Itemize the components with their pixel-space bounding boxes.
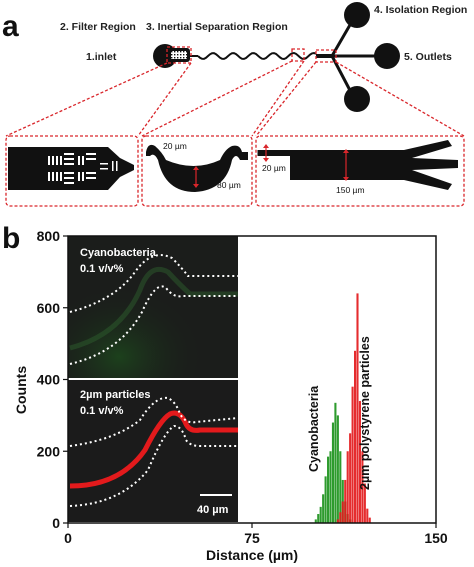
x-axis-title: Distance (µm) — [206, 547, 298, 563]
outlet-reservoir-top — [344, 2, 370, 28]
inset-top-line1: Cyanobacteria — [80, 247, 157, 259]
zoom-box-curve: 20 µm 80 µm — [141, 135, 253, 207]
zoom-box-filter — [5, 135, 139, 207]
plot-frame — [67, 235, 437, 524]
inset-bottom-line1: 2µm particles — [80, 389, 151, 401]
cyanobacteria-bar — [329, 451, 332, 523]
outlets-label: 5. Outlets — [404, 51, 452, 63]
filter-region-label: 2. Filter Region — [60, 21, 136, 33]
cyanobacteria-bar — [339, 451, 342, 523]
chip-device — [153, 2, 400, 112]
cyanobacteria-bar — [331, 422, 335, 523]
dim-20um-curve: 20 µm — [163, 141, 187, 151]
inset-bottom-line2: 0.1 v/v% — [80, 405, 124, 417]
zoom-indicators — [5, 46, 465, 137]
cyanobacteria-bar — [336, 415, 339, 524]
particles-bar — [339, 512, 342, 523]
y-axis-title: Counts — [13, 366, 29, 414]
inlet-label: 1.inlet — [86, 51, 117, 63]
x-tick-label: 150 — [424, 530, 448, 546]
cyanobacteria-bar — [317, 514, 320, 523]
scale-bar-label: 40 µm — [197, 504, 229, 516]
particles-bar — [356, 293, 359, 523]
particles-bar — [366, 508, 369, 523]
outlet-reservoir-bottom — [344, 86, 370, 112]
cyanobacteria-bar — [334, 402, 337, 523]
particles-bar — [344, 479, 347, 523]
x-axis-ticks: 0 75 150 — [64, 523, 448, 546]
filter-pattern — [171, 51, 187, 59]
cyanobacteria-bar — [341, 479, 344, 523]
cyanobacteria-bar — [324, 476, 327, 523]
x-tick-label: 0 — [64, 530, 72, 546]
inset-particles: 2µm particles 0.1 v/v% 40 µm — [68, 380, 239, 522]
y-tick-label: 800 — [37, 228, 61, 244]
cyanobacteria-bar — [327, 456, 330, 523]
x-tick-label: 75 — [244, 530, 260, 546]
y-tick-label: 0 — [52, 515, 60, 531]
inset-cyanobacteria: Cyanobacteria 0.1 v/v% — [68, 236, 238, 378]
expansion-channel — [316, 54, 332, 58]
cyanobacteria-bar — [319, 506, 322, 523]
y-tick-label: 200 — [37, 443, 61, 459]
dim-150um: 150 µm — [336, 185, 365, 195]
particles-bar — [341, 501, 344, 523]
particles-bar — [363, 483, 366, 523]
inset-top-line2: 0.1 v/v% — [80, 263, 124, 275]
isolation-region-label: 4. Isolation Region — [374, 4, 467, 16]
panel-a-letter: a — [2, 10, 19, 43]
cyanobacteria-label: Cyanobacteria — [307, 385, 321, 472]
cyanobacteria-bar — [322, 494, 325, 523]
particles-bar — [346, 451, 349, 523]
particles-bar — [351, 386, 354, 523]
particles-bar — [349, 433, 352, 523]
cyanobacteria-bar — [314, 519, 317, 523]
dim-20um-outlet: 20 µm — [262, 163, 286, 173]
dim-80um: 80 µm — [217, 180, 241, 190]
histogram-bars — [314, 293, 371, 524]
y-axis-ticks: 0 200 400 600 800 — [37, 228, 68, 531]
zoom-box-outlets: 20 µm 150 µm — [255, 135, 465, 207]
outlet-reservoir-mid — [374, 43, 400, 69]
particles-bar — [361, 451, 364, 523]
particles-bar — [354, 350, 357, 523]
y-tick-label: 600 — [37, 300, 61, 316]
inertial-region-label: 3. Inertial Separation Region — [146, 21, 288, 33]
particles-bar — [368, 517, 371, 523]
y-tick-label: 400 — [37, 372, 61, 388]
serpentine-channel — [197, 51, 317, 61]
particles-label: 2µm polystyrene particles — [358, 336, 372, 490]
particles-bar — [358, 401, 361, 523]
panel-b-letter: b — [2, 222, 20, 255]
particles-bar — [336, 519, 339, 523]
